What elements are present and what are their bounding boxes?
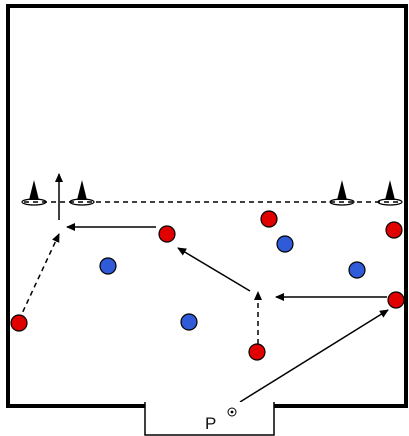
cone bbox=[377, 180, 403, 206]
blue-player bbox=[180, 313, 198, 331]
pass-arrow bbox=[177, 247, 251, 292]
red-player bbox=[158, 225, 176, 243]
blue-player bbox=[276, 235, 294, 253]
soccer-ball-icon bbox=[227, 407, 237, 417]
red-player bbox=[387, 291, 405, 309]
red-player bbox=[260, 210, 278, 228]
blue-player bbox=[348, 261, 366, 279]
blue-player bbox=[99, 257, 117, 275]
red-player bbox=[248, 343, 266, 361]
cone-body bbox=[77, 180, 87, 200]
goal-box: P bbox=[144, 402, 275, 436]
cone-body bbox=[29, 180, 39, 200]
cone bbox=[329, 180, 355, 206]
ball-center bbox=[230, 410, 234, 414]
cone bbox=[69, 180, 95, 206]
blue-players bbox=[99, 235, 366, 331]
red-player bbox=[385, 221, 403, 239]
red-players bbox=[10, 210, 405, 361]
cone-body bbox=[337, 180, 347, 200]
run-arrow bbox=[18, 233, 60, 321]
goal-box-label: P bbox=[205, 414, 216, 433]
goal-box-outline bbox=[144, 402, 275, 436]
cone bbox=[21, 180, 47, 206]
pass-arrow bbox=[239, 309, 389, 403]
red-player bbox=[10, 314, 28, 332]
cone-group bbox=[21, 180, 403, 206]
cone-body bbox=[385, 180, 395, 200]
